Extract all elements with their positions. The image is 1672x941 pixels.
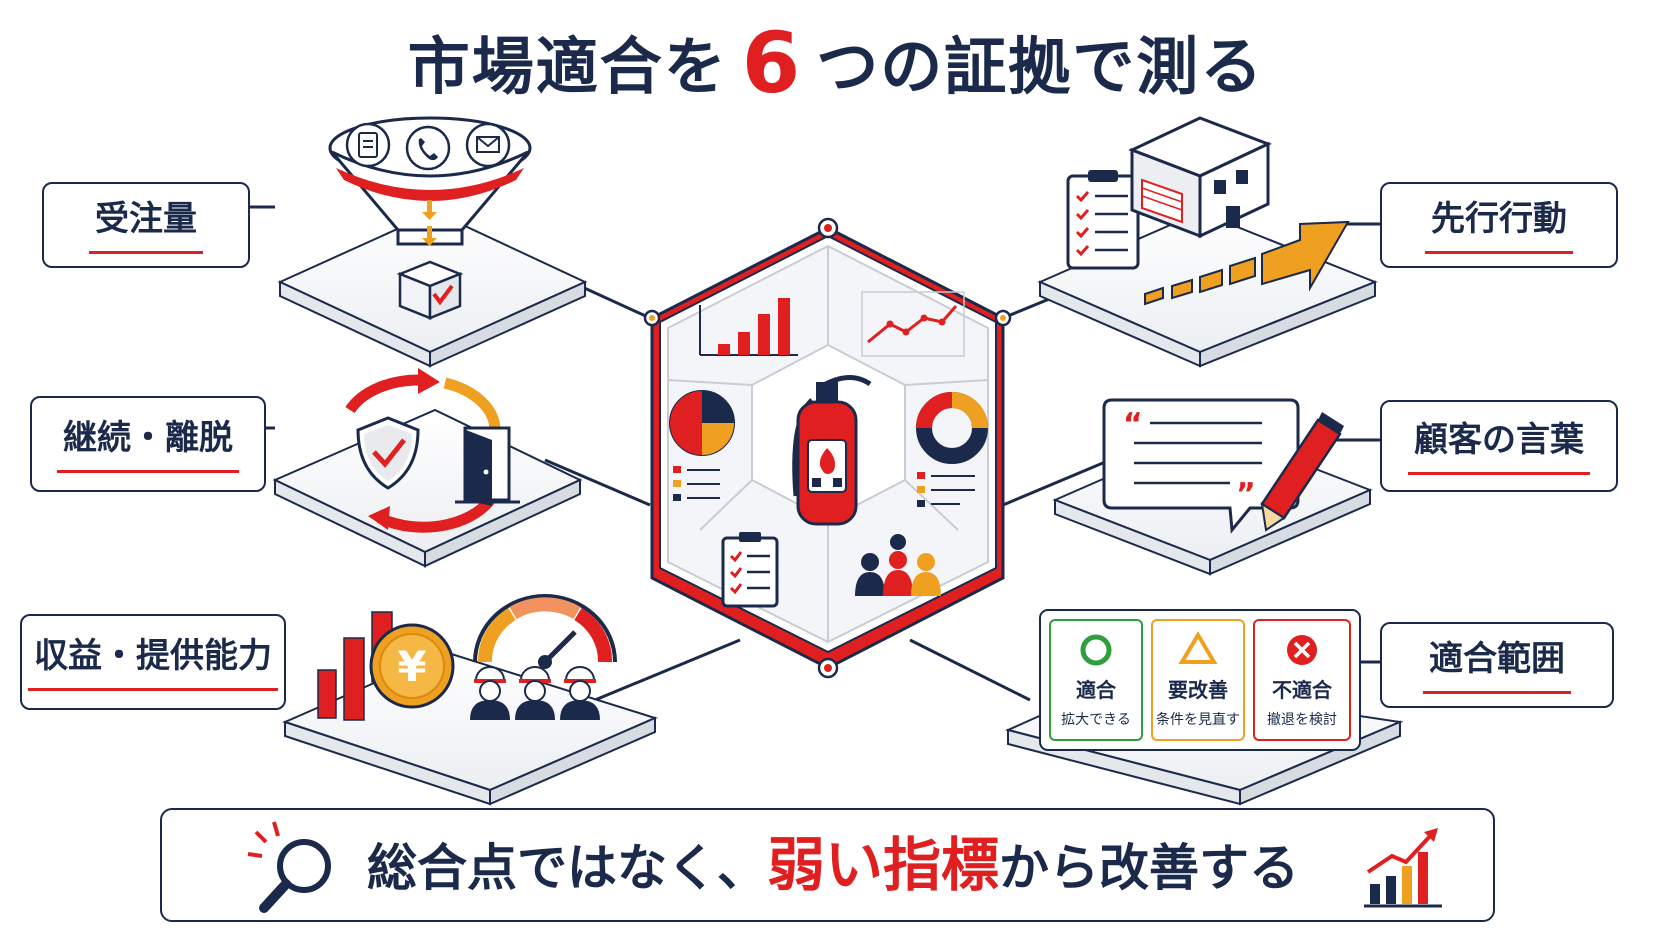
fit-card-sub-2: 撤退を検討 [1267, 712, 1337, 728]
fire-extinguisher-icon [792, 375, 872, 526]
gauge-icon [473, 594, 617, 669]
fit-card-title-2: 不適合 [1272, 678, 1333, 702]
triangle-warning-icon [1178, 631, 1218, 664]
factory-building-icon [1128, 116, 1272, 239]
cross-ng-icon [1287, 635, 1317, 665]
hex-clipboard-icon [721, 532, 779, 608]
bottom-message-post: から改善する [999, 839, 1300, 897]
progress-arrow-icon [1144, 220, 1350, 306]
speech-bubble-icon: “ ” [1102, 398, 1300, 534]
label-retention: 継続・離脱 [30, 396, 266, 492]
hex-donut-chart-icon [916, 392, 988, 507]
bottom-banner: 総合点ではなく、弱い指標から改善する [160, 808, 1495, 922]
funnel-icon [328, 116, 532, 246]
label-revenue: 収益・提供能力 [20, 614, 286, 710]
svg-text:“: “ [1123, 407, 1143, 442]
door-exit-icon [455, 426, 520, 506]
fit-card-title-0: 適合 [1076, 678, 1117, 702]
rising-chart-icon [1364, 828, 1442, 908]
workers-icon [470, 666, 600, 720]
fit-cards-panel: 適合 拡大できる 要改善 条件を見直す 不適合 撤退を検討 [1039, 609, 1361, 751]
clipboard-checklist-icon [1066, 170, 1140, 270]
pen-icon [1260, 412, 1344, 532]
label-scope: 適合範囲 [1380, 622, 1614, 708]
hex-people-icon [855, 534, 941, 596]
fit-card-title-1: 要改善 [1168, 678, 1228, 702]
svg-text:¥: ¥ [397, 642, 426, 691]
hex-line-chart-icon [861, 291, 965, 357]
hex-pie-chart-icon [669, 390, 735, 501]
platform-revenue [282, 650, 658, 806]
label-leading-text: 先行行動 [1425, 197, 1573, 254]
title-number: 6 [741, 14, 803, 112]
bottom-message: 総合点ではなく、弱い指標から改善する [367, 830, 1299, 903]
title-prefix: 市場適合を [407, 30, 728, 103]
bottom-message-pre: 総合点ではなく、 [367, 839, 767, 897]
yen-coin-icon: ¥ [369, 623, 455, 709]
bottom-message-emphasis: 弱い指標 [767, 831, 1000, 899]
label-scope-text: 適合範囲 [1423, 637, 1571, 694]
cycle-arrows-icon [345, 368, 505, 533]
fit-card-sub-0: 拡大できる [1061, 712, 1131, 728]
label-retention-text: 継続・離脱 [57, 416, 239, 473]
circle-ok-icon [1080, 634, 1112, 666]
label-voice-text: 顧客の言葉 [1408, 418, 1590, 475]
shield-check-icon [356, 416, 420, 490]
platform-retention [272, 408, 583, 568]
label-voice: 顧客の言葉 [1380, 400, 1618, 492]
fit-card-sub-1: 条件を見直す [1156, 711, 1240, 728]
box-check-icon [396, 260, 464, 320]
magnifier-icon [247, 821, 331, 913]
label-revenue-text: 収益・提供能力 [28, 634, 278, 691]
hex-bar-chart-icon [699, 298, 798, 356]
svg-text:”: ” [1236, 477, 1256, 512]
title-suffix: つの証拠で測る [816, 30, 1265, 103]
label-orders: 受注量 [42, 182, 250, 268]
label-leading: 先行行動 [1380, 182, 1618, 268]
label-orders-text: 受注量 [89, 197, 203, 254]
